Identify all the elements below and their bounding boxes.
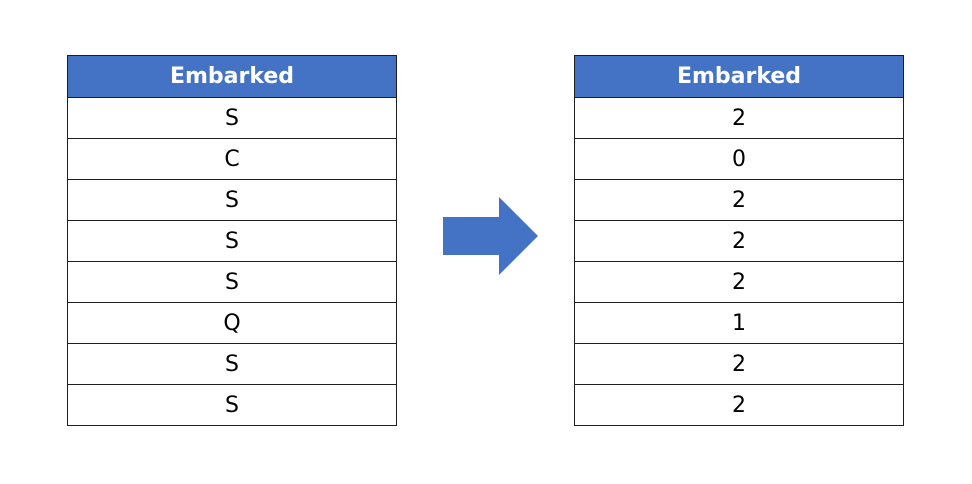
table-row: Q [67,302,397,344]
original-embarked-table: Embarked S C S S S Q S S [67,55,397,426]
table-cell: 2 [574,261,904,303]
table-row: C [67,138,397,180]
table-cell: S [67,97,397,139]
table-cell: S [67,261,397,303]
table-cell: 0 [574,138,904,180]
table-row: S [67,384,397,426]
table-cell: 2 [574,220,904,262]
table-cell: 1 [574,302,904,344]
table-row: S [67,343,397,385]
table-cell: Q [67,302,397,344]
right-arrow-icon [443,197,538,275]
column-header: Embarked [574,55,904,98]
table-cell: S [67,179,397,221]
table-cell: S [67,384,397,426]
table-cell: C [67,138,397,180]
table-cell: 2 [574,343,904,385]
column-header: Embarked [67,55,397,98]
table-row: 2 [574,179,904,221]
table-row: 2 [574,384,904,426]
table-cell: S [67,220,397,262]
encoded-embarked-table: Embarked 2 0 2 2 2 1 2 2 [574,55,904,426]
table-row: 2 [574,97,904,139]
table-row: S [67,97,397,139]
table-row: S [67,220,397,262]
table-row: S [67,261,397,303]
table-row: 2 [574,261,904,303]
table-row: 0 [574,138,904,180]
table-cell: 2 [574,384,904,426]
table-row: 2 [574,343,904,385]
table-row: S [67,179,397,221]
table-cell: S [67,343,397,385]
header-row: Embarked [574,55,904,98]
arrow-shape [443,197,538,275]
table-row: 1 [574,302,904,344]
table-cell: 2 [574,97,904,139]
table-cell: 2 [574,179,904,221]
table-row: 2 [574,220,904,262]
header-row: Embarked [67,55,397,98]
